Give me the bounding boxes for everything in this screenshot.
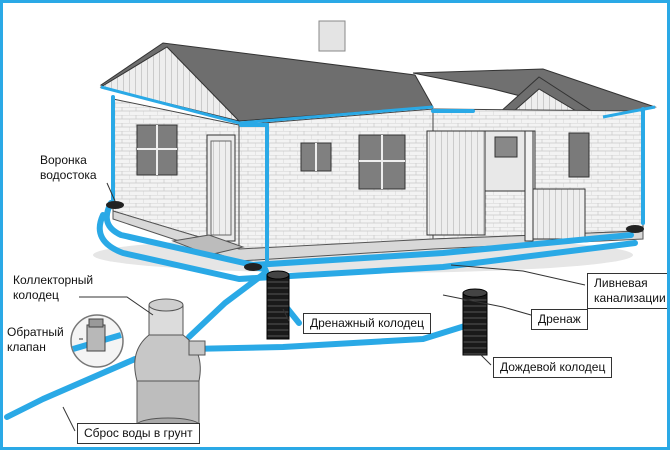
label-check-valve: Обратный клапан	[7, 325, 64, 355]
gutters	[100, 85, 656, 125]
label-gutter-funnel-line1: Воронка	[40, 153, 87, 167]
label-rain-well: Дождевой колодец	[493, 357, 613, 378]
gutter-funnel-right	[626, 225, 644, 233]
gutter-funnel-front	[244, 263, 262, 271]
label-check-valve-line2: клапан	[7, 340, 46, 354]
label-collector-well: Коллекторный колодец	[13, 273, 93, 303]
drain-well-shape	[266, 270, 290, 340]
label-storm-line2: канализации	[594, 291, 666, 305]
porch-post	[524, 130, 534, 242]
label-check-valve-line1: Обратный	[7, 325, 64, 339]
window-right-wing	[568, 132, 590, 178]
label-drainage: Дренаж	[531, 309, 588, 330]
rain-well-shape	[462, 288, 488, 356]
collector-well-shape	[134, 298, 206, 433]
house-drainage-diagram	[4, 20, 657, 433]
gutter-funnel-left	[106, 201, 124, 209]
label-gutter-funnel: Воронка водостока	[40, 153, 97, 183]
label-gutter-funnel-line2: водостока	[40, 168, 97, 182]
label-storm-sewer: Ливневая канализации	[587, 273, 667, 309]
chimney	[318, 20, 346, 52]
porch-window	[494, 136, 518, 158]
leader-lines	[62, 182, 586, 432]
label-collector-line2: колодец	[13, 288, 59, 302]
porch-railing	[530, 188, 586, 240]
porch-left-block	[426, 130, 486, 236]
label-discharge: Сброс воды в грунт	[77, 423, 200, 444]
label-storm-line1: Ливневая	[594, 276, 648, 290]
label-drain-well: Дренажный колодец	[303, 313, 431, 334]
drain-pipes	[4, 200, 638, 420]
label-collector-line1: Коллекторный	[13, 273, 94, 287]
check-valve-inset	[70, 314, 124, 368]
downspouts	[111, 95, 645, 263]
